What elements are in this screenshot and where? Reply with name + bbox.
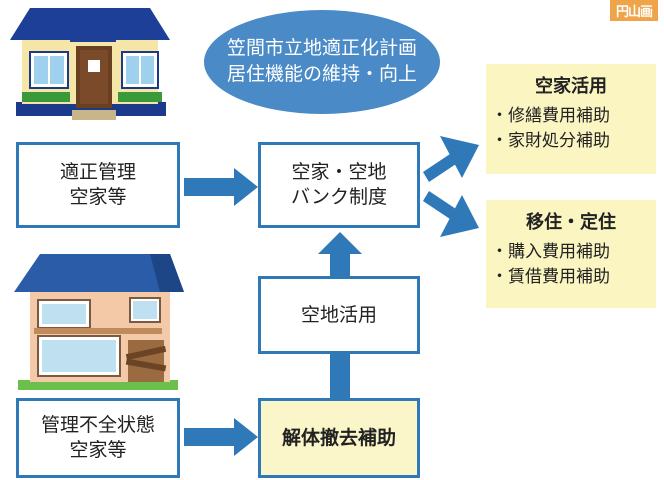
akiya-title: 空家活用 [535, 76, 607, 97]
poor-management-line2: 空家等 [69, 439, 127, 461]
proper-management-box: 適正管理 空家等 [16, 142, 180, 228]
demolition-subsidy-box: 解体撤去補助 [258, 398, 420, 478]
migration-item: ・購入費用補助 [491, 242, 610, 262]
akiya-item: ・家財処分補助 [491, 130, 610, 151]
migration-title: 移住・定住 [526, 212, 616, 233]
bank-line1: 空家・空地 [291, 161, 387, 184]
bank-line2: バンク制度 [291, 186, 387, 208]
akiya-utilization-box: 空家活用 ・修繕費用補助 ・家財処分補助 [486, 64, 656, 174]
arrow-diag-up [423, 136, 479, 182]
poor-management-box: 管理不全状態 空家等 [16, 398, 180, 478]
plan-ellipse-text: 笠間市立地適正化計画 居住機能の維持・向上 [204, 36, 440, 87]
migration-settlement-box: 移住・定住 ・購入費用補助 ・賃借費用補助 [486, 200, 656, 308]
vacant-land-label: 空地活用 [300, 303, 377, 326]
damaged-house-icon [14, 254, 184, 390]
proper-management-line1: 適正管理 [59, 161, 136, 184]
arrow-up-upper [318, 232, 362, 276]
vacant-land-box: 空地活用 [258, 276, 420, 354]
poor-management-line1: 管理不全状態 [40, 414, 155, 437]
bank-system-box: 空家・空地 バンク制度 [258, 142, 420, 228]
plan-title-line1: 笠間市立地適正化計画 [226, 37, 417, 59]
migration-item: ・賃借費用補助 [491, 266, 610, 287]
akiya-item: ・修繕費用補助 [491, 106, 610, 126]
house-icon [10, 8, 170, 120]
proper-management-line2: 空家等 [69, 186, 127, 208]
brand-logo: 円山画 [609, 0, 658, 21]
plan-title-line2: 居住機能の維持・向上 [226, 62, 417, 85]
demolition-label: 解体撤去補助 [281, 426, 396, 449]
plan-ellipse [204, 10, 440, 114]
arrow-right-lower [184, 418, 258, 456]
arrow-diag-down [423, 191, 479, 237]
arrow-right-upper [184, 168, 258, 206]
arrow-up-lower [330, 354, 350, 398]
